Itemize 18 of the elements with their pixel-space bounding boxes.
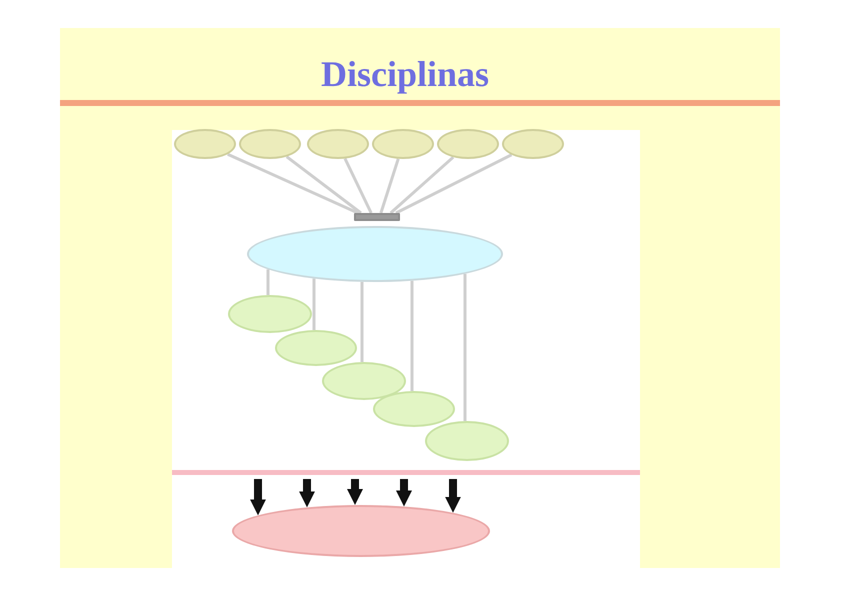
connector-line [379,158,400,214]
connector-line [360,282,364,362]
arrow [299,479,315,508]
connector-line [410,280,414,392]
connector-line [286,155,362,214]
arrow [250,479,266,516]
arrow [445,479,461,513]
connector-line [266,269,270,296]
connector-line [395,153,512,214]
connector-line [344,158,372,214]
connector-line [312,278,316,330]
slide-title: Disciplinas [320,53,490,96]
small-bar [354,213,400,221]
connector-line [464,274,466,422]
arrow [396,479,412,506]
connector-line [390,156,454,214]
arrow [347,479,363,506]
connector-line [227,152,359,214]
